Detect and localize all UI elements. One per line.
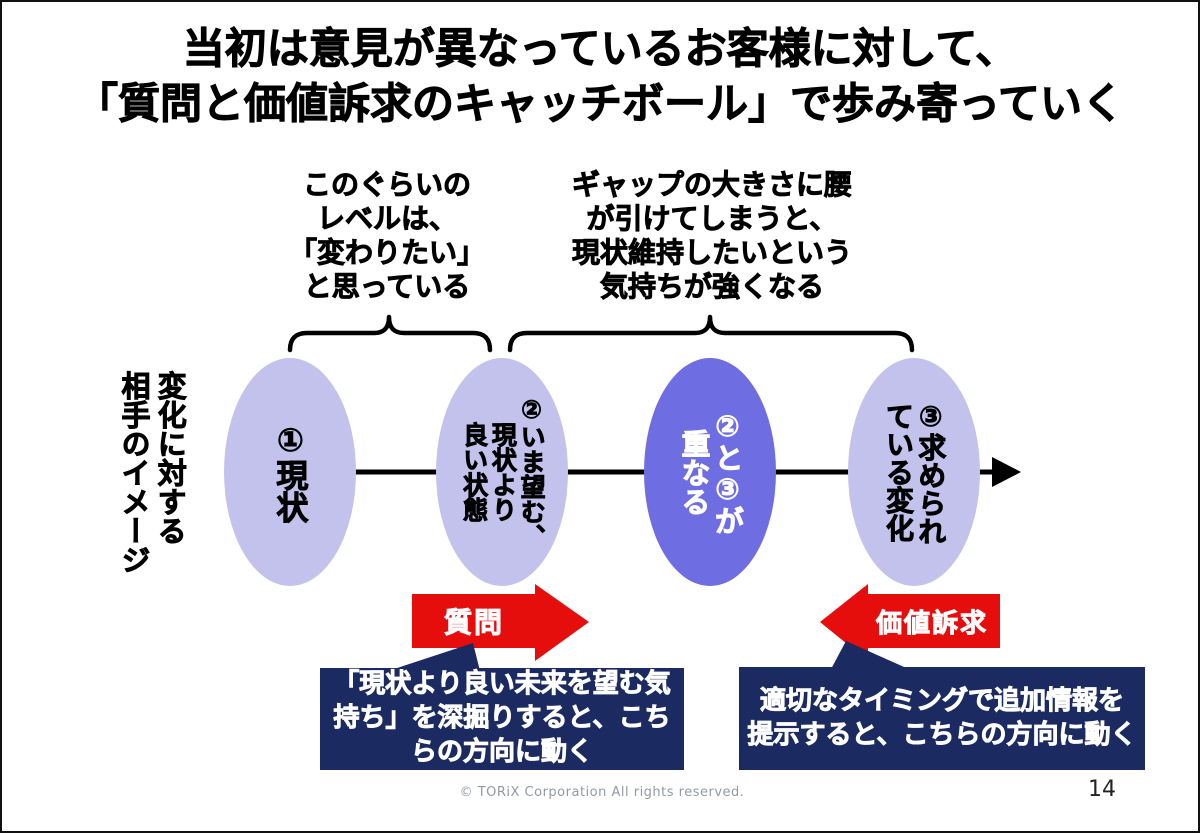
callout-value-appeal-effect: 適切なタイミングで追加情報を 提示すると、こちらの方向に動く xyxy=(739,667,1145,770)
page-number: 14 xyxy=(1088,777,1116,802)
ellipse-current-state-label: ①現状 xyxy=(271,421,310,524)
brace-right xyxy=(507,314,915,353)
ellipse-overlap-state: ②と③が 重なる xyxy=(644,358,776,586)
annotation-right: ギャップの大きさに腰 が引けてしまうと、 現状維持したいという 気持ちが強くなる xyxy=(571,168,853,304)
callout-question-effect-text: 「現状より良い未来を望む気 持ち」を深掘りすると、こち らの方向に動く xyxy=(333,669,671,767)
callout-value-appeal-effect-text: 適切なタイミングで追加情報を 提示すると、こちらの方向に動く xyxy=(747,685,1137,750)
brace-left xyxy=(287,314,493,353)
question-arrow-label: 質問 xyxy=(443,606,504,640)
copyright-footer: © TORiX Corporation All rights reserved. xyxy=(459,785,745,800)
ellipse-overlap-state-label: ②と③が 重なる xyxy=(677,409,745,536)
annotation-left: このぐらいの レベルは、 「変わりたい」 と思っている xyxy=(288,168,486,304)
ellipse-desired-state-label: ②いま望む、 現状より 良い状態 xyxy=(459,395,547,550)
ellipse-required-change-label: ③求められ ている変化 xyxy=(882,399,948,545)
value-appeal-arrow-label: 価値訴求 xyxy=(875,608,988,639)
ellipse-desired-state: ②いま望む、 現状より 良い状態 xyxy=(436,358,568,586)
callout-question-effect: 「現状より良い未来を望む気 持ち」を深掘りすると、こち らの方向に動く xyxy=(320,668,684,770)
timeline-arrowhead xyxy=(992,457,1021,487)
slide-title: 当初は意見が異なっているお客様に対して、 「質問と価値訴求のキャッチボール」で歩… xyxy=(76,24,1125,128)
ellipse-required-change: ③求められ ている変化 xyxy=(848,358,980,586)
ellipse-current-state: ①現状 xyxy=(224,358,356,586)
axis-label: 変化に対する 相手のイメージ xyxy=(117,370,188,574)
